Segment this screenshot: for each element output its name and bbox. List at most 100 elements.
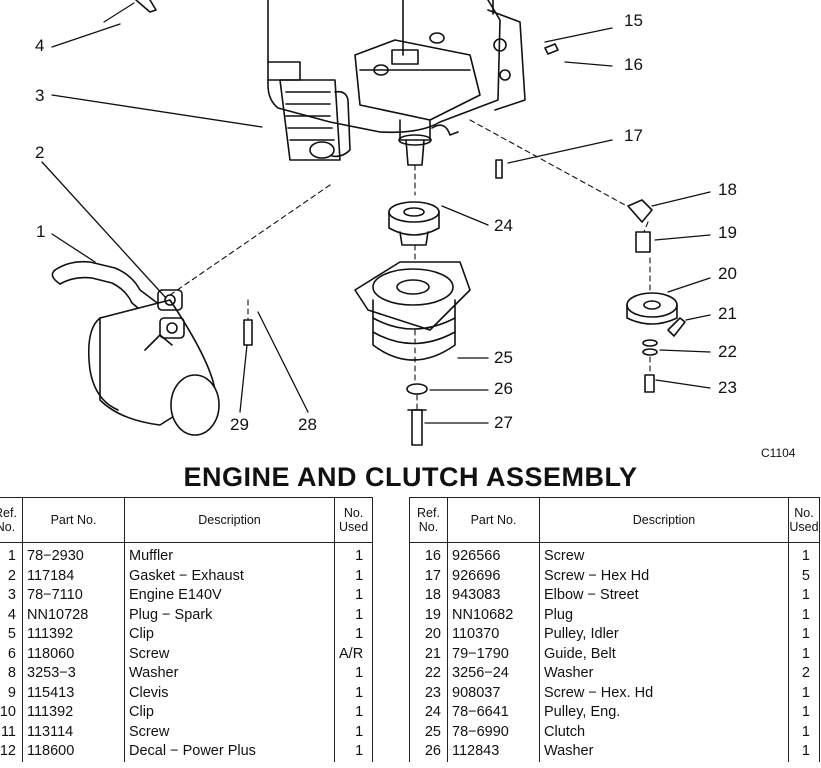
callout-label: 26 bbox=[494, 379, 513, 398]
qty-cell: 1 bbox=[788, 542, 820, 567]
ref-cell: 6 bbox=[0, 644, 23, 664]
ref-cell: 10 bbox=[0, 703, 23, 723]
leader-lines bbox=[41, 23, 711, 424]
desc-cell: Pulley, Eng. bbox=[539, 703, 789, 723]
qty-cell: 2 bbox=[788, 664, 820, 684]
part-cell: 3253−3 bbox=[22, 664, 125, 684]
qty-cell: 1 bbox=[788, 683, 820, 703]
part-cell: 110370 bbox=[447, 625, 540, 645]
qty-cell: 1 bbox=[334, 722, 374, 742]
desc-cell: Plug − Spark bbox=[124, 605, 335, 625]
callout-label: 23 bbox=[718, 378, 737, 397]
callout-label: 21 bbox=[718, 304, 737, 323]
part-cell: NN10728 bbox=[22, 605, 125, 625]
qty-cell: 1 bbox=[334, 605, 374, 625]
part-cell: 78−2930 bbox=[22, 542, 125, 567]
callout-label: 24 bbox=[494, 216, 513, 235]
callout-label: 16 bbox=[624, 55, 643, 74]
part-cell: 79−1790 bbox=[447, 644, 540, 664]
pulley-clutch-drawing bbox=[243, 43, 686, 446]
desc-cell: Clip bbox=[124, 703, 335, 723]
callout-label: 27 bbox=[494, 413, 513, 432]
desc-cell: Clip bbox=[124, 625, 335, 645]
callout-label: 19 bbox=[718, 223, 737, 242]
part-cell: 117184 bbox=[22, 566, 125, 586]
desc-cell: Washer bbox=[124, 664, 335, 684]
qty-cell: 1 bbox=[334, 664, 374, 684]
qty-cell: 1 bbox=[788, 722, 820, 742]
ref-cell: 2 bbox=[0, 566, 23, 586]
part-cell: 908037 bbox=[447, 683, 540, 703]
table-header-row: Ref. No. Part No. Description No. Used bbox=[0, 497, 374, 543]
part-cell: NN10682 bbox=[447, 605, 540, 625]
desc-cell: Washer bbox=[539, 664, 789, 684]
ref-cell: 26 bbox=[409, 742, 448, 762]
desc-cell: Washer bbox=[539, 742, 789, 762]
header-desc: Description bbox=[539, 497, 789, 543]
header-qty: No. Used bbox=[333, 497, 374, 543]
header-desc: Description bbox=[124, 497, 335, 543]
ref-cell: 19 bbox=[409, 605, 448, 625]
ref-cell: 22 bbox=[409, 664, 448, 684]
parts-table-left: Ref. No. Part No. Description No. Used 1… bbox=[0, 497, 374, 762]
assembly-lines bbox=[169, 119, 651, 411]
desc-cell: Screw bbox=[124, 644, 335, 664]
part-cell: 111392 bbox=[22, 703, 125, 723]
ref-cell: 5 bbox=[0, 625, 23, 645]
callout-label: 25 bbox=[494, 348, 513, 367]
part-cell: 926696 bbox=[447, 566, 540, 586]
part-cell: 118060 bbox=[22, 644, 125, 664]
qty-cell: 1 bbox=[788, 644, 820, 664]
qty-cell: 1 bbox=[334, 566, 374, 586]
muffler-drawing bbox=[51, 260, 220, 436]
part-cell: 78−6990 bbox=[447, 722, 540, 742]
part-cell: 115413 bbox=[22, 683, 125, 703]
part-cell: 78−7110 bbox=[22, 586, 125, 606]
callout-label: 4 bbox=[35, 36, 45, 55]
engine-drawing bbox=[103, 0, 526, 166]
desc-cell: Guide, Belt bbox=[539, 644, 789, 664]
desc-cell: Screw bbox=[539, 542, 789, 567]
part-cell: 926566 bbox=[447, 542, 540, 567]
desc-cell: Muffler bbox=[124, 542, 335, 567]
qty-cell: 1 bbox=[334, 742, 374, 762]
desc-cell: Gasket − Exhaust bbox=[124, 566, 335, 586]
header-ref: Ref. No. bbox=[0, 497, 23, 543]
parts-table-right: Ref. No. Part No. Description No. Used 1… bbox=[409, 497, 820, 762]
desc-cell: Screw − Hex Hd bbox=[539, 566, 789, 586]
header-ref: Ref. No. bbox=[409, 497, 448, 543]
qty-cell: 1 bbox=[334, 683, 374, 703]
desc-cell: Screw bbox=[124, 722, 335, 742]
part-cell: 112843 bbox=[447, 742, 540, 762]
callout-label: 20 bbox=[718, 264, 737, 283]
desc-cell: Decal − Power Plus bbox=[124, 742, 335, 762]
page-title: ENGINE AND CLUTCH ASSEMBLY bbox=[183, 462, 638, 492]
qty-cell: 1 bbox=[788, 605, 820, 625]
ref-cell: 17 bbox=[409, 566, 448, 586]
ref-cell: 4 bbox=[0, 605, 23, 625]
ref-cell: 25 bbox=[409, 722, 448, 742]
part-cell: 118600 bbox=[22, 742, 125, 762]
desc-cell: Clevis bbox=[124, 683, 335, 703]
part-cell: 111392 bbox=[22, 625, 125, 645]
header-qty: No. Used bbox=[788, 497, 820, 543]
part-cell: 3256−24 bbox=[447, 664, 540, 684]
callout-label: 28 bbox=[298, 415, 317, 434]
ref-cell: 21 bbox=[409, 644, 448, 664]
callout-label: 3 bbox=[35, 86, 45, 105]
callout-label: 2 bbox=[35, 143, 45, 162]
qty-cell: 1 bbox=[788, 703, 820, 723]
ref-cell: 11 bbox=[0, 722, 23, 742]
qty-cell: 1 bbox=[334, 542, 374, 567]
part-cell: 943083 bbox=[447, 586, 540, 606]
ref-cell: 24 bbox=[409, 703, 448, 723]
